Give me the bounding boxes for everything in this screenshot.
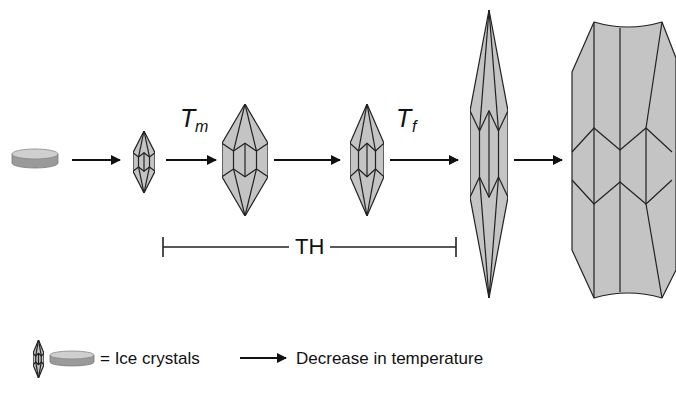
legend-crystal [33, 340, 44, 378]
legend-disc [50, 351, 94, 366]
legend-text: Decrease in temperature [296, 350, 483, 367]
th-bracket [163, 237, 456, 257]
ice-disc [12, 149, 58, 168]
subscript: f [412, 119, 416, 135]
tall-crystal [470, 10, 508, 298]
crystal [350, 104, 384, 216]
legend-text: = Ice crystals [100, 350, 200, 367]
range-label: TH [289, 236, 330, 258]
temperature-symbol: T [396, 106, 411, 131]
small-crystal [133, 131, 155, 193]
temperature-symbol: T [180, 106, 195, 131]
large-crystal [572, 22, 676, 298]
subscript: m [195, 119, 208, 135]
legend-arrow [240, 357, 286, 359]
crystal [222, 104, 268, 216]
